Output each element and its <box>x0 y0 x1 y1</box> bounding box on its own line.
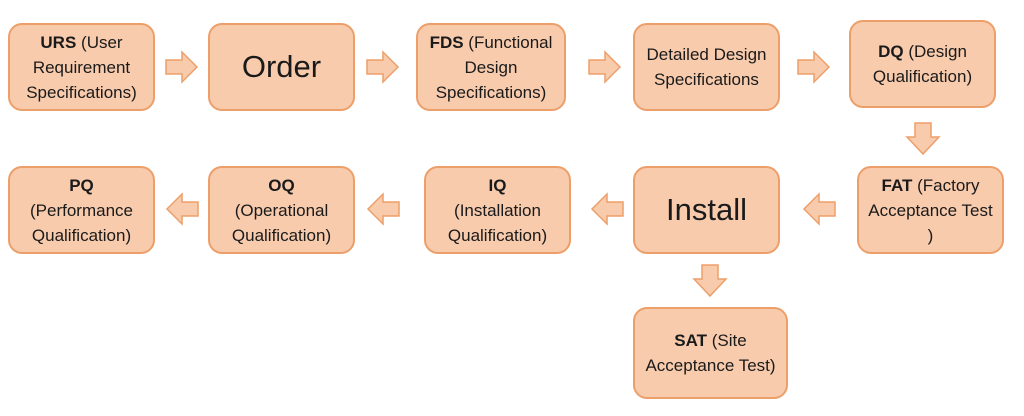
node-oq: OQ (Operational Qualification) <box>208 166 355 254</box>
arrow-down-icon <box>905 122 941 156</box>
arrow-left-icon <box>590 192 624 226</box>
node-fds-label: (Functional Design Specifications) <box>435 32 553 102</box>
arrow-right-icon <box>366 50 400 84</box>
node-dq-abbr: DQ <box>878 42 904 61</box>
arrow-right-icon <box>588 50 622 84</box>
node-iq-label: (Installation Qualification) <box>447 200 548 245</box>
node-oq-abbr: OQ <box>268 175 295 195</box>
node-detailed-design-label: Detailed Design Specifications <box>646 45 767 89</box>
node-urs: URS (User Requirement Specifications) <box>8 23 155 111</box>
node-sat: SAT (Site Acceptance Test) <box>633 307 788 399</box>
node-urs-abbr: URS <box>40 32 77 52</box>
node-order-label: Order <box>241 49 322 84</box>
node-dq: DQ (Design Qualification) <box>849 20 996 108</box>
node-install: Install <box>633 166 780 254</box>
node-fat: FAT (Factory Acceptance Test ) <box>857 166 1004 254</box>
arrow-left-icon <box>366 192 400 226</box>
node-install-label: Install <box>666 192 747 227</box>
node-sat-abbr: SAT <box>674 331 708 350</box>
node-detailed-design: Detailed Design Specifications <box>633 23 780 111</box>
arrow-down-icon <box>692 264 728 298</box>
node-pq-label: (Performance Qualification) <box>30 200 133 245</box>
arrow-right-icon <box>165 50 199 84</box>
node-iq: IQ (Installation Qualification) <box>424 166 571 254</box>
node-dq-label: (Design Qualification) <box>872 42 973 86</box>
node-sat-label: (Site Acceptance Test) <box>645 331 776 375</box>
node-order: Order <box>208 23 355 111</box>
node-fat-abbr: FAT <box>881 175 913 195</box>
arrow-left-icon <box>802 192 836 226</box>
node-fds: FDS (Functional Design Specifications) <box>416 23 566 111</box>
node-fds-abbr: FDS <box>429 32 464 52</box>
node-oq-label: (Operational Qualification) <box>231 200 332 245</box>
node-iq-abbr: IQ <box>488 175 507 195</box>
arrow-left-icon <box>165 192 199 226</box>
arrow-right-icon <box>797 50 831 84</box>
node-urs-label: (User Requirement Specifications) <box>26 32 137 102</box>
node-fat-label: (Factory Acceptance Test ) <box>868 175 993 245</box>
node-pq-abbr: PQ <box>69 175 94 195</box>
node-pq: PQ (Performance Qualification) <box>8 166 155 254</box>
